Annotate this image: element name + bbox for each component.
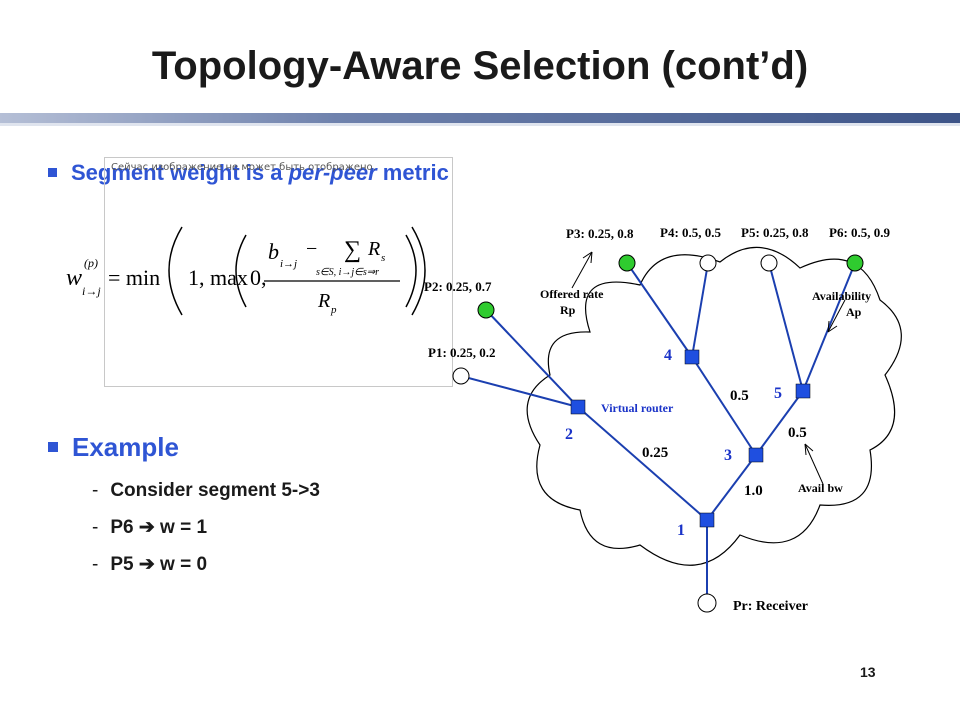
network-cloud — [526, 246, 902, 566]
eq-sum: ∑ — [344, 237, 361, 263]
router-5-label: 5 — [774, 385, 782, 402]
sub-text: Consider segment 5->3 — [110, 480, 320, 501]
eq-paren-left-outer — [168, 226, 183, 316]
avail-bw-label: Avail bw — [798, 481, 843, 495]
eq-superscript: (p) — [84, 256, 98, 270]
peer-p4-label: P4: 0.5, 0.5 — [660, 225, 722, 240]
links — [460, 262, 856, 603]
bullet1-prefix: Segment weight is a — [71, 160, 289, 185]
peer-p1-node — [452, 367, 470, 385]
edge-label-r1-r3: 1.0 — [744, 483, 763, 499]
bullet-square-icon — [48, 442, 58, 452]
eq-min: = min — [108, 265, 160, 290]
eq-paren-right-inner — [405, 234, 417, 308]
eq-subscript: i→j — [82, 284, 101, 298]
bullet-example: Example — [48, 432, 179, 463]
eq-minus: − — [306, 238, 317, 260]
eq-paren-left-inner — [235, 234, 247, 308]
link-r4-p3 — [626, 262, 693, 358]
sub-item: -Consider segment 5->3 — [92, 480, 320, 502]
eq-w: w — [66, 265, 82, 291]
edge-label-r3-r4: 0.5 — [730, 388, 749, 404]
peer-p6-label: P6: 0.5, 0.9 — [829, 225, 891, 240]
peer-p3-label: P3: 0.25, 0.8 — [566, 226, 634, 241]
link-r4-p4 — [691, 262, 709, 358]
router-1 — [699, 512, 715, 528]
eq-rs: R — [367, 238, 380, 260]
link-r3-r4 — [691, 356, 757, 456]
annotation-arrows — [571, 251, 846, 485]
eq-rp-sub: p — [330, 304, 337, 316]
arrow-offered-rate-head — [582, 251, 593, 264]
router-5 — [795, 383, 811, 399]
sub-dash: - — [92, 517, 99, 538]
eq-sum-sub: s∈S, i→j∈s⇒r — [316, 267, 379, 278]
arrow-availability-head — [827, 320, 838, 333]
link-p1-r2 — [460, 375, 579, 408]
virtual-router-label: Virtual router — [601, 401, 674, 415]
router-4-label: 4 — [664, 347, 672, 364]
weight-equation: w (p) i→j = min 1, max 0, b i→j − ∑ s∈S,… — [66, 226, 426, 316]
sub-text: P6 ➔ w = 1 — [110, 517, 208, 538]
sub-dash: - — [92, 554, 99, 575]
page-number: 13 — [860, 664, 876, 680]
peer-p5-node — [760, 254, 778, 272]
router-3-label: 3 — [724, 447, 732, 464]
equation-image-box: Сейчас изображение не может быть отображ… — [104, 157, 453, 387]
bullet-square-icon — [48, 168, 57, 177]
eq-rs-sub: s — [381, 252, 385, 264]
router-2 — [570, 399, 586, 415]
edge-label-r2-r3: 0.25 — [642, 445, 668, 461]
eq-b: b — [268, 239, 279, 264]
router-4 — [684, 349, 700, 365]
edge-label-r3-r5: 0.5 — [788, 425, 807, 441]
peer-p6-node — [846, 254, 864, 272]
arrow-availability — [827, 299, 846, 333]
sub-item: -P6 ➔ w = 1 — [92, 516, 207, 539]
availability-label: Availability — [812, 289, 871, 303]
offered-rate-rp-label: Rp — [560, 303, 576, 317]
link-r3-r5 — [755, 390, 804, 456]
slide-title: Topology-Aware Selection (cont’d) — [151, 44, 809, 88]
bullet1-emphasis: per-peer — [288, 160, 377, 185]
broken-image-caption: Сейчас изображение не может быть отображ… — [111, 162, 376, 173]
peer-p5-label: P5: 0.25, 0.8 — [741, 225, 809, 240]
receiver-node — [697, 593, 717, 613]
arrow-offered-rate — [571, 251, 593, 289]
link-r2-r1 — [577, 406, 708, 521]
bullet1-suffix: metric — [376, 160, 449, 185]
offered-rate-label: Offered rate — [540, 287, 604, 301]
eq-zero: 0, — [250, 265, 267, 290]
receiver-label: Pr: Receiver — [733, 599, 808, 614]
bullet-segment-weight: Segment weight is a per-peer metric — [48, 160, 449, 186]
sub-dash: - — [92, 480, 99, 501]
availability-ap-label: Ap — [846, 305, 862, 319]
router-3 — [748, 447, 764, 463]
arrow-avail-bw — [804, 443, 824, 485]
sub-text: P5 ➔ w = 0 — [110, 554, 208, 575]
link-p2-r2 — [485, 309, 579, 408]
bullet2-label: Example — [72, 432, 179, 462]
peer-p2-node — [477, 301, 495, 319]
title-rule-shadow — [0, 123, 960, 126]
eq-b-sub: i→j — [280, 258, 297, 270]
link-r5-p6 — [802, 262, 856, 392]
link-r1-r3 — [706, 454, 757, 521]
router-1-label: 1 — [677, 522, 685, 539]
router-2-label: 2 — [565, 426, 573, 443]
peer-p3-node — [618, 254, 636, 272]
sub-item: -P5 ➔ w = 0 — [92, 553, 207, 576]
arrow-avail-bw-head — [804, 443, 814, 456]
title-rule — [0, 113, 960, 123]
peer-p4-node — [699, 254, 717, 272]
eq-paren-right-outer — [411, 226, 426, 316]
peer-p2-label: P2: 0.25, 0.7 — [424, 279, 492, 294]
peer-p1-label: P1: 0.25, 0.2 — [428, 345, 496, 360]
eq-rp: R — [317, 290, 330, 312]
link-r5-p5 — [768, 262, 804, 392]
